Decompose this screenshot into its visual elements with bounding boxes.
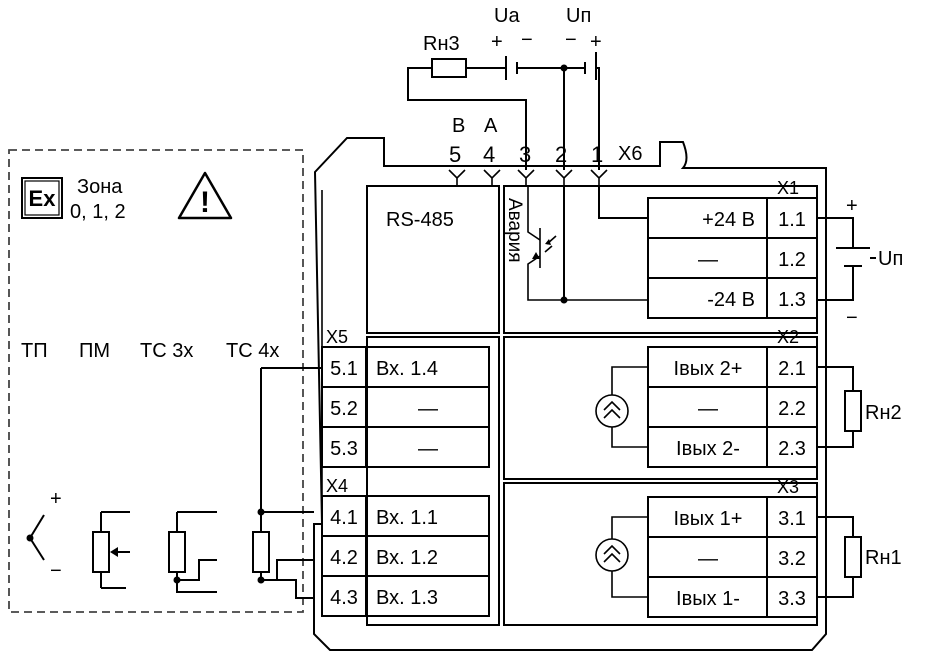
ex-mark: Ex <box>21 177 63 219</box>
up-top-plus: + <box>590 31 602 53</box>
hazard-zone-boundary <box>8 149 304 613</box>
x2-label: X2 <box>777 327 799 347</box>
device-housing <box>313 137 827 651</box>
x1-supply-minus: − <box>846 307 858 329</box>
x4-pin-1: 4.1 <box>330 507 358 529</box>
up-top-label: Uп <box>566 5 591 27</box>
x2-load-circuit <box>817 366 862 448</box>
x1-pin-1: 1.1 <box>778 209 806 231</box>
x4-pin-2: 4.2 <box>330 547 358 569</box>
tp-minus: − <box>50 560 62 582</box>
x3-func-2: — <box>698 548 718 570</box>
resistor-rn1 <box>844 536 862 578</box>
x4-label: X4 <box>326 476 348 496</box>
x3-func-3: Iвых 1- <box>676 588 740 610</box>
optocoupler-icon <box>527 186 648 301</box>
x5-label: X5 <box>326 327 348 347</box>
x1-supply-circuit <box>817 217 876 301</box>
ua-minus: − <box>521 29 533 51</box>
x1-func-3: -24 В <box>707 289 755 311</box>
resistor-rn2 <box>844 390 862 432</box>
x6-pin-a-label: A <box>484 115 498 137</box>
top-external-circuit <box>407 52 600 170</box>
x3-table: Iвых 1+ — Iвых 1- 3.1 3.2 3.3 <box>647 496 818 618</box>
zone-title: Зона <box>77 176 123 198</box>
current-source-icon-2 <box>595 366 648 448</box>
resistor-rn3 <box>431 58 467 78</box>
x3-label: X3 <box>777 477 799 497</box>
x5-func-2: — <box>418 398 438 420</box>
warning-glyph: ! <box>200 186 210 219</box>
x2-pin-1: 2.1 <box>778 358 806 380</box>
x4-pin-3: 4.3 <box>330 587 358 609</box>
rtd-3wire-symbol <box>168 511 217 593</box>
current-source-icon-1 <box>595 516 648 598</box>
x6-pin-b-label: B <box>452 115 465 137</box>
sensor-type-tp: ТП <box>21 340 48 362</box>
rs485-block <box>366 185 500 334</box>
x4-table: 4.1 4.2 4.3 Вх. 1.1 Вх. 1.2 Вх. 1.3 <box>321 495 490 617</box>
warning-icon: ! <box>177 171 233 220</box>
x5-pin-1: 5.1 <box>330 358 358 380</box>
potentiometer-symbol <box>92 511 130 589</box>
x2-func-1: Iвых 2+ <box>674 358 743 380</box>
x1-func-2: — <box>698 249 718 271</box>
alarm-label: Авария <box>504 198 525 263</box>
x1-func-1: +24 В <box>702 209 755 231</box>
rs485-label: RS-485 <box>386 209 454 231</box>
up-top-minus: − <box>565 29 577 51</box>
x6-terminal-marks <box>448 169 608 186</box>
x2-load-label: Rн2 <box>865 402 902 424</box>
x3-pin-1: 3.1 <box>778 508 806 530</box>
x6-pin-5: 5 <box>449 142 461 167</box>
rtd-4wire-symbol <box>252 367 314 599</box>
ua-plus: + <box>491 31 503 53</box>
x3-load-circuit <box>817 516 862 598</box>
x1-label: X1 <box>777 178 799 198</box>
ua-label: Ua <box>494 5 520 27</box>
x6-pin-1: 1 <box>591 142 603 167</box>
zone-list: 0, 1, 2 <box>70 201 126 223</box>
x2-pin-3: 2.3 <box>778 438 806 460</box>
x3-pin-3: 3.3 <box>778 588 806 610</box>
tp-plus: + <box>50 488 62 510</box>
ex-mark-text: Ex <box>29 186 57 211</box>
x2-pin-2: 2.2 <box>778 398 806 420</box>
x6-pin-2: 2 <box>555 142 567 167</box>
x3-load-label: Rн1 <box>865 547 902 569</box>
x1-table: +24 В — -24 В 1.1 1.2 1.3 <box>647 197 818 319</box>
x6-label: X6 <box>618 143 642 165</box>
x1-supply-label: Uп <box>878 248 903 270</box>
x4-func-1: Вх. 1.1 <box>376 507 438 529</box>
sensor-type-ts3: ТС 3х <box>140 340 193 362</box>
x1-pin-3: 1.3 <box>778 289 806 311</box>
x2-func-2: — <box>698 398 718 420</box>
x5-pin-2: 5.2 <box>330 398 358 420</box>
sensor-type-ts4: ТС 4х <box>226 340 279 362</box>
x3-pin-2: 3.2 <box>778 548 806 570</box>
rn3-label: Rн3 <box>423 33 460 55</box>
x5-pin-3: 5.3 <box>330 438 358 460</box>
x3-func-1: Iвых 1+ <box>674 508 743 530</box>
x6-pin-4: 4 <box>483 142 495 167</box>
sensor-type-pm: ПМ <box>79 340 110 362</box>
x1-pin-2: 1.2 <box>778 249 806 271</box>
x5-func-3: — <box>418 438 438 460</box>
x4-func-2: Вх. 1.2 <box>376 547 438 569</box>
x5-table: 5.1 5.2 5.3 Вх. 1.4 — — <box>321 346 490 468</box>
x4-func-3: Вх. 1.3 <box>376 587 438 609</box>
thermocouple-symbol: + − <box>26 488 62 582</box>
x5-func-1: Вх. 1.4 <box>376 358 438 380</box>
x2-table: Iвых 2+ — Iвых 2- 2.1 2.2 2.3 <box>647 346 818 468</box>
x1-supply-plus: + <box>846 195 858 217</box>
x2-func-3: Iвых 2- <box>676 438 740 460</box>
